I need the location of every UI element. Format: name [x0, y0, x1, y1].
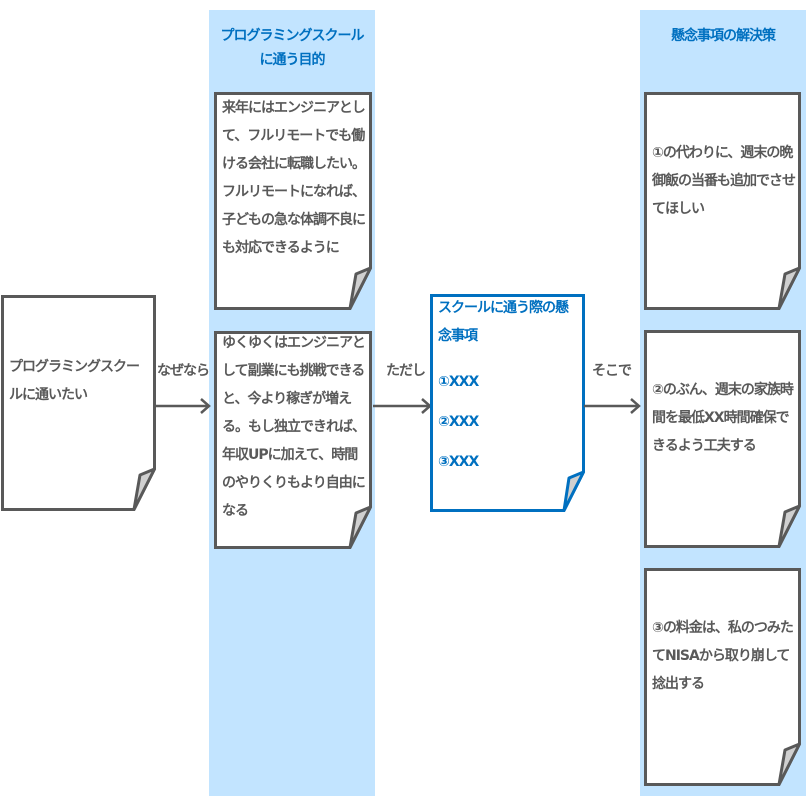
purpose-note-2-text: ゆくゆくはエンジニアとして副業にも挑戦できると、今より稼ぎが増える。もし独立でき…: [222, 335, 366, 519]
start-note-text: プログラミングスクールに通いたい: [9, 359, 140, 403]
start-note[interactable]: プログラミングスクールに通いたい: [1, 295, 156, 511]
note-frame-icon: [214, 331, 372, 549]
concerns-title: スクールに通う際の懸念事項: [438, 300, 569, 344]
concern-item-2: ②XXX: [438, 414, 479, 430]
arrow-because-icon: [154, 398, 211, 414]
connector-because-label: なぜなら: [157, 363, 210, 379]
note-frame-icon: [430, 294, 585, 512]
purpose-note-2[interactable]: ゆくゆくはエンジニアとして副業にも挑戦できると、今より稼ぎが増える。もし独立でき…: [214, 331, 372, 549]
note-frame-icon: [644, 330, 801, 548]
note-frame-icon: [214, 92, 372, 310]
concern-item-1: ①XXX: [438, 374, 479, 390]
solution-note-3[interactable]: ③の料金は、私のつみたてNISAから取り崩して捻出する: [644, 568, 801, 786]
concern-item-3: ③XXX: [438, 454, 479, 470]
concerns-note[interactable]: スクールに通う際の懸念事項 ①XXX ②XXX ③XXX: [430, 294, 585, 512]
purpose-note-1-text: 来年にはエンジニアとして、フルリモートでも働ける会社に転職したい。フルリモートに…: [222, 100, 366, 256]
solution-note-1[interactable]: ①の代わりに、週末の晩御飯の当番も追加でさせてほしい: [644, 92, 801, 310]
solution-note-2-text: ②のぶん、週末の家族時間を最低XX時間確保できるよう工夫する: [652, 382, 794, 454]
arrow-however-icon: [373, 398, 432, 414]
arrow-therefore-icon: [584, 398, 641, 414]
solution-column-title: 懸念事項の解決策: [671, 28, 776, 44]
purpose-column-title: プログラミングスクールに通う目的: [220, 28, 365, 68]
solution-note-1-text: ①の代わりに、週末の晩御飯の当番も追加でさせてほしい: [652, 145, 796, 217]
solution-note-3-text: ③の料金は、私のつみたてNISAから取り崩して捻出する: [652, 620, 794, 692]
note-frame-icon: [1, 295, 156, 511]
note-frame-icon: [644, 568, 801, 786]
connector-however-label: ただし: [386, 363, 426, 379]
connector-therefore-label: そこで: [592, 363, 632, 379]
note-frame-icon: [644, 92, 801, 310]
purpose-note-1[interactable]: 来年にはエンジニアとして、フルリモートでも働ける会社に転職したい。フルリモートに…: [214, 92, 372, 310]
solution-note-2[interactable]: ②のぶん、週末の家族時間を最低XX時間確保できるよう工夫する: [644, 330, 801, 548]
